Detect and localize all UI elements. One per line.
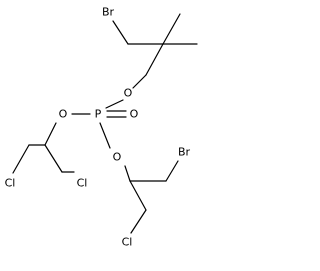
bond-o-left-ch <box>44 122 57 146</box>
atom-o-left: O <box>59 108 68 121</box>
atom-cl-left-b: Cl <box>77 177 88 190</box>
bond-quaternary-c-ch2 <box>145 43 164 76</box>
phosphate-core <box>71 99 127 149</box>
atom-p-center: P <box>95 108 102 121</box>
atom-cl-bottom: Cl <box>122 236 133 249</box>
bromo-dimethylpropyl-branch <box>112 13 198 89</box>
bromo-chloropropyl-branch <box>124 160 179 234</box>
atom-o-lower: O <box>113 151 122 164</box>
bond-ch2-cl-left <box>12 144 30 174</box>
chemical-structure-diagram: Br O O P O O Br Cl Cl Cl <box>5 6 198 249</box>
bond-o-lower-ch <box>124 165 131 182</box>
atom-cl-left-a: Cl <box>5 177 16 190</box>
bond-br-ch2 <box>112 20 129 45</box>
bond-ch-ch2-cl <box>129 180 147 211</box>
bond-p-o-lower <box>99 122 111 149</box>
atom-o-double: O <box>130 108 139 121</box>
dichloropropyl-branch <box>12 122 75 174</box>
atom-br-right: Br <box>178 146 191 159</box>
bond-ch2-cl-bottom <box>130 209 147 234</box>
bond-ch-ch2-right <box>44 144 63 173</box>
bond-o-upper-p <box>105 99 124 109</box>
atom-o-upper: O <box>124 87 133 100</box>
bond-ch2-o-upper <box>132 74 147 89</box>
atom-br-top: Br <box>102 6 115 19</box>
bond-ch2-br <box>165 160 179 182</box>
bond-methyl-top <box>162 13 181 45</box>
